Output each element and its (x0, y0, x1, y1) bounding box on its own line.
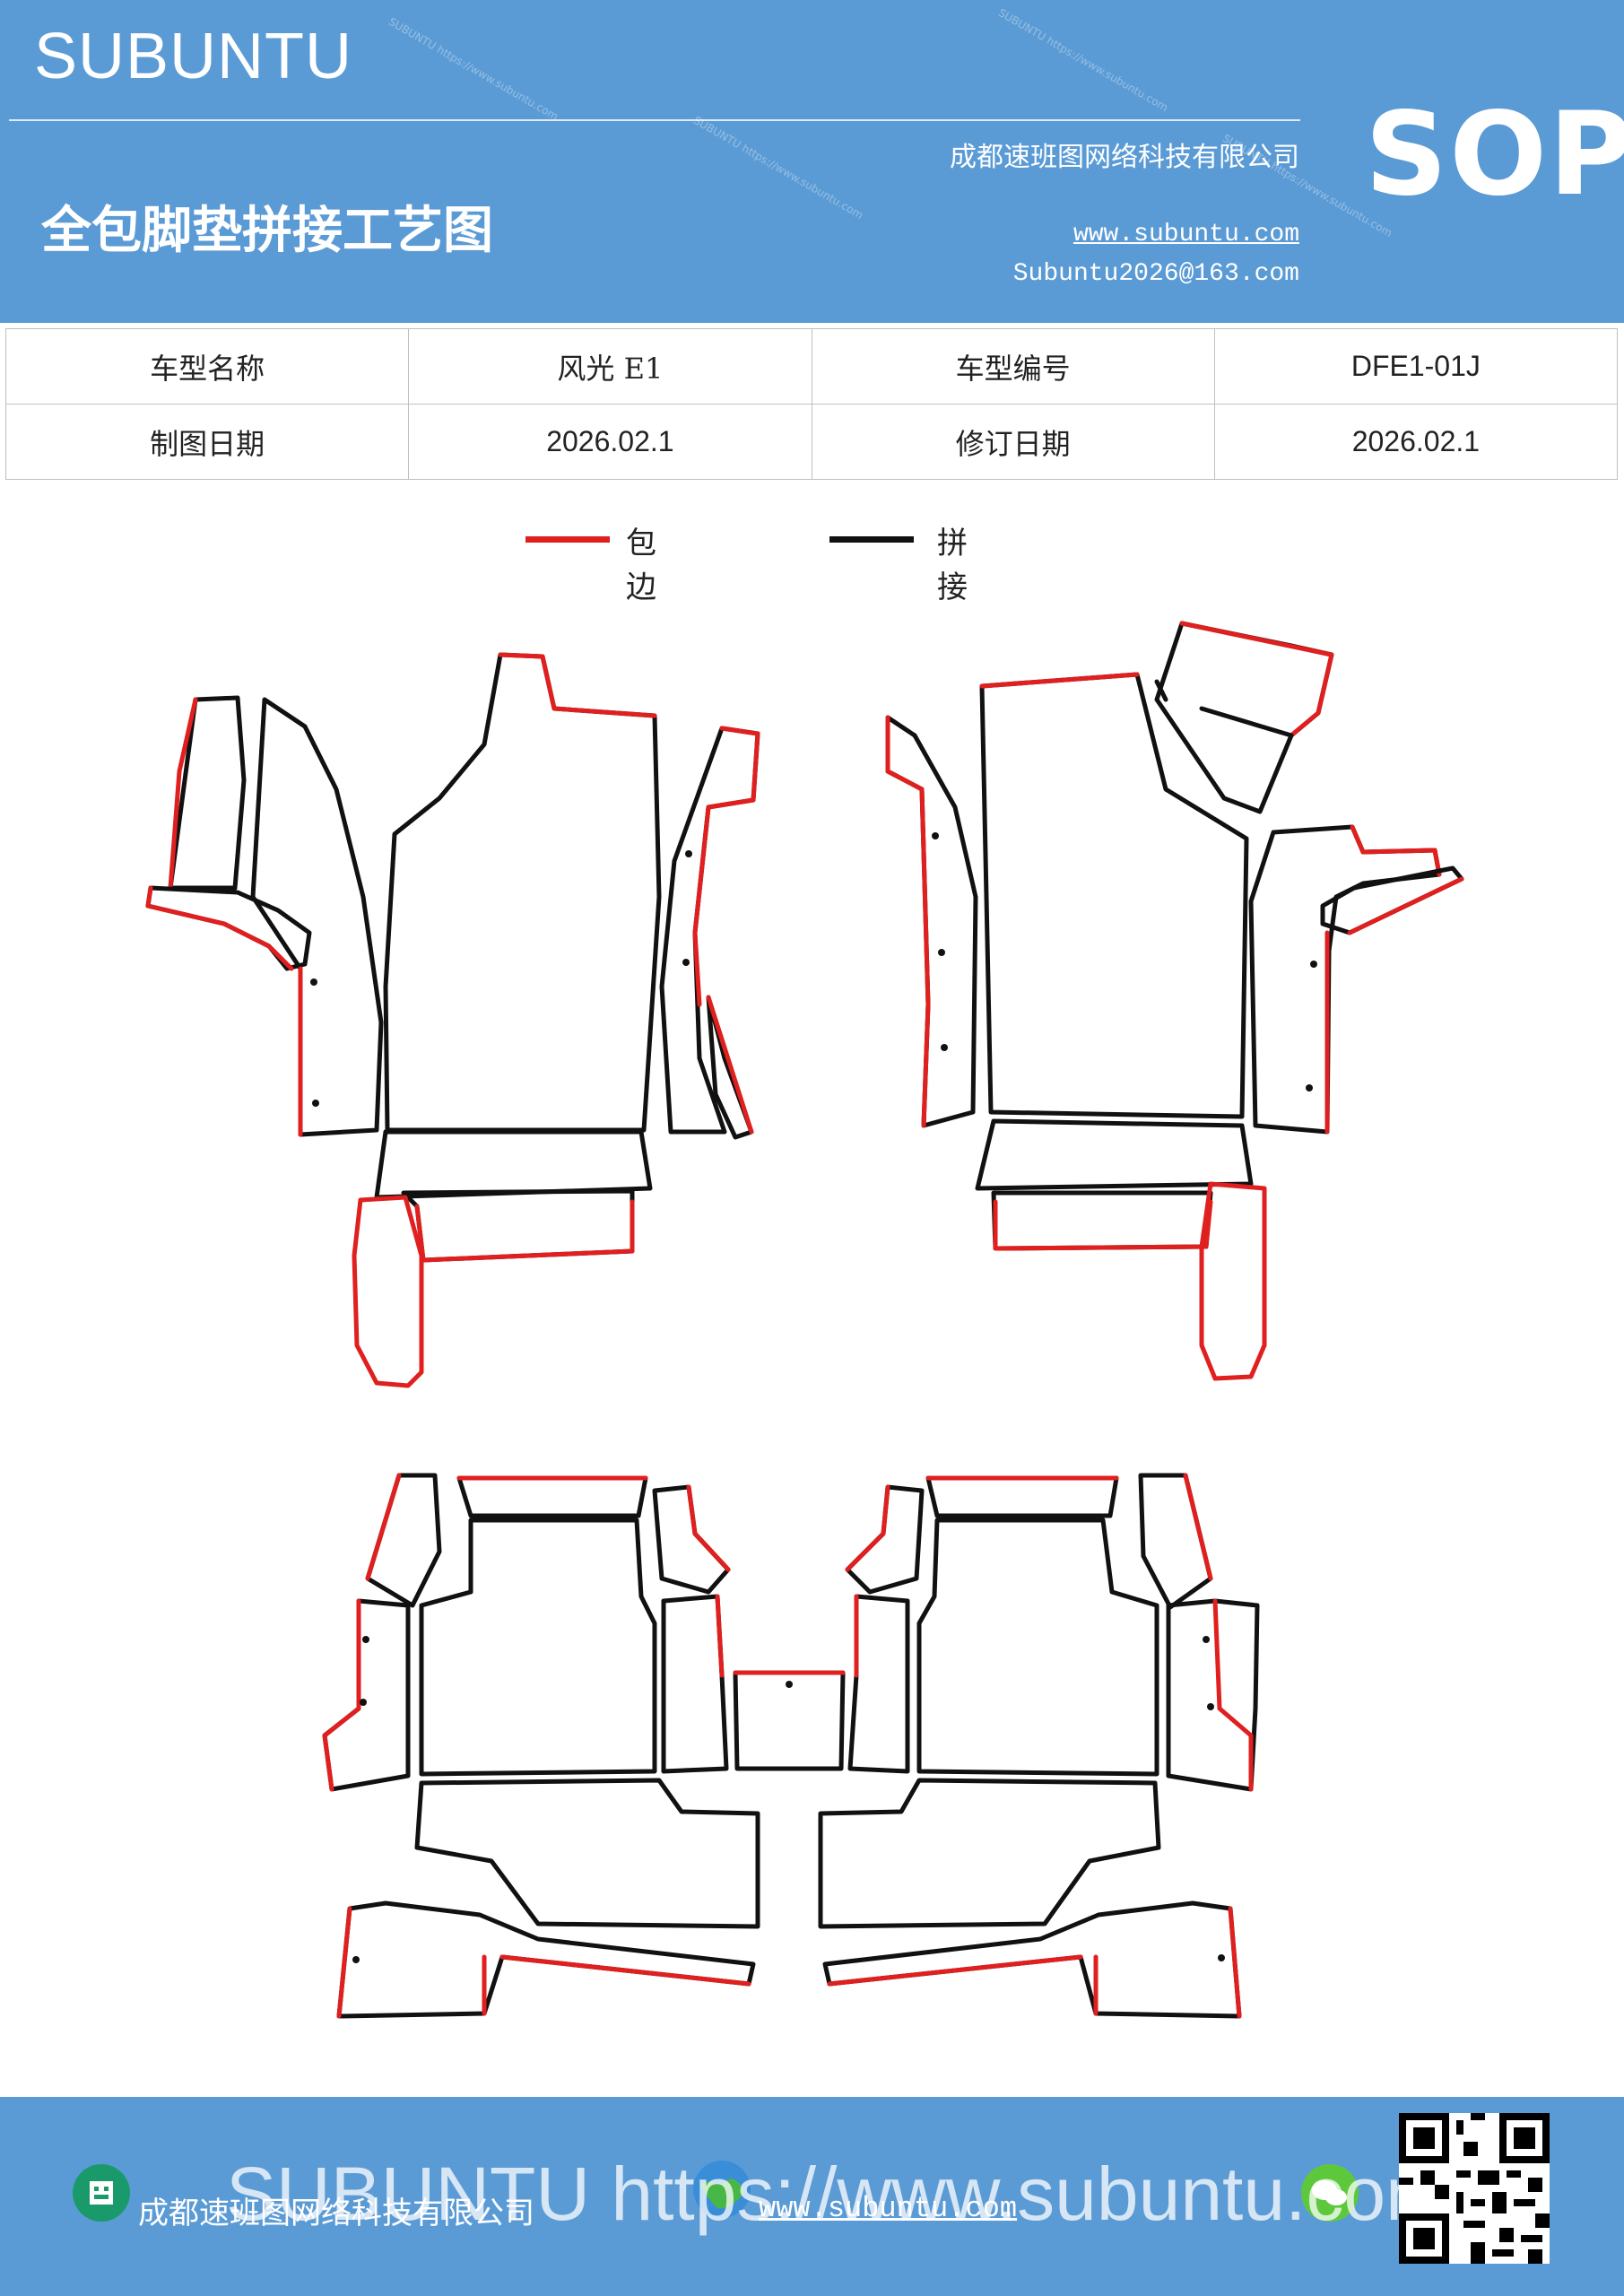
model-code-label: 车型编号 (811, 328, 1215, 404)
watermark: SUBUNTU https://www.subuntu.com (386, 14, 560, 124)
building-icon (73, 2164, 130, 2222)
qr-code[interactable] (1399, 2113, 1550, 2264)
draw-date-label: 制图日期 (4, 404, 410, 480)
header-divider (9, 119, 1300, 121)
globe-icon (693, 2161, 751, 2218)
table-row: 制图日期 2026.02.1 修订日期 2026.02.1 (4, 404, 1619, 480)
footer-company: 成都速班图网络科技有限公司 (138, 2196, 534, 2231)
footer-watermark-overlay: SUBUNTU https://www.subuntu.com (226, 2152, 1449, 2236)
sop-badge: SOP (1365, 88, 1624, 222)
brand-logo: SUBUNTU (34, 21, 353, 92)
rear-left-mats (322, 1473, 760, 2019)
revise-date-value: 2026.02.1 (1213, 404, 1619, 480)
model-name-value: 风光 E1 (408, 328, 812, 404)
front-right-mats (885, 621, 1464, 1381)
company-name: 成都速班图网络科技有限公司 (950, 142, 1299, 173)
table-row: 车型名称 风光 E1 车型编号 DFE1-01J (4, 328, 1619, 404)
model-name-label: 车型名称 (4, 328, 410, 404)
rear-right-mats (818, 1473, 1260, 2019)
website-link[interactable]: www.subuntu.com (1073, 221, 1299, 248)
legend-edge-swatch (525, 536, 610, 543)
watermark: SUBUNTU https://www.subuntu.com (690, 113, 865, 222)
draw-date-value: 2026.02.1 (408, 404, 812, 480)
front-left-mats (145, 652, 760, 1388)
legend-seam-label: 拼接 (937, 526, 968, 605)
footer-banner: 成都速班图网络科技有限公司 www.subuntu.com SUBUNTU ht… (0, 2097, 1624, 2296)
page-title: 全包脚垫拼接工艺图 (41, 201, 493, 260)
watermark: SUBUNTU https://www.subuntu.com (995, 5, 1170, 115)
wechat-icon (1301, 2164, 1359, 2222)
email-address: Subuntu2026@163.com (1012, 260, 1299, 288)
footer-website-link[interactable]: www.subuntu.com (759, 2192, 1018, 2225)
legend-seam-swatch (829, 536, 914, 543)
header-banner: SUBUNTU 全包脚垫拼接工艺图 成都速班图网络科技有限公司 www.subu… (0, 0, 1624, 323)
model-code-value: DFE1-01J (1213, 328, 1619, 404)
revise-date-label: 修订日期 (811, 404, 1215, 480)
legend-edge-label: 包边 (626, 526, 656, 605)
info-table: 车型名称 风光 E1 车型编号 DFE1-01J 制图日期 2026.02.1 … (4, 328, 1619, 480)
floor-mat-diagram (145, 621, 1464, 2019)
